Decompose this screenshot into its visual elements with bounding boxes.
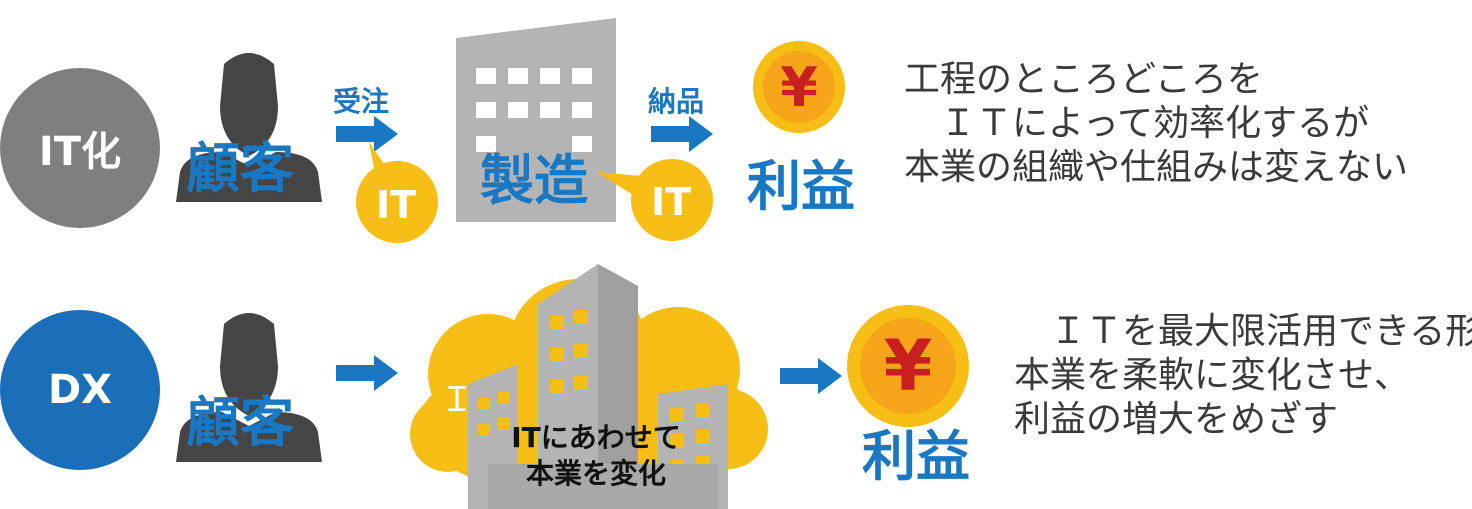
it-bubble-label: IT — [376, 183, 417, 227]
yen-symbol: ¥ — [884, 325, 933, 407]
dx-badge-label: DX — [47, 367, 113, 413]
itka-badge: IT化 — [0, 68, 160, 228]
yen-symbol: ¥ — [780, 56, 818, 119]
order-arrow-icon — [336, 116, 398, 152]
customer-label: 顧客 — [186, 391, 294, 454]
flow-arrow-icon — [336, 355, 398, 391]
delivery-arrow-icon — [651, 116, 713, 152]
profit-label: 利益 — [747, 155, 855, 218]
itka-badge-label: IT化 — [38, 129, 122, 175]
it-cloud-icon — [410, 264, 768, 509]
factory-building-icon — [456, 18, 616, 222]
order-label: 受注 — [333, 85, 390, 118]
customer-label: 顧客 — [186, 137, 294, 200]
customer-person-icon — [176, 313, 322, 462]
dx-badge: DX — [0, 310, 160, 470]
it-speech-bubble — [596, 159, 713, 241]
flow-arrow-icon — [780, 358, 842, 394]
delivery-label: 納品 — [648, 85, 705, 118]
it-speech-bubble — [356, 142, 438, 243]
yen-coin-icon: ¥ — [847, 305, 969, 427]
customer-person-icon — [176, 53, 322, 202]
cloud-letter: Ｉ — [440, 380, 474, 420]
cloud-caption: ITにあわせて 本業を変化 — [511, 421, 681, 490]
profit-label: 利益 — [862, 425, 970, 488]
it-bubble-label: IT — [651, 180, 692, 224]
manufacturing-label: 製造 — [480, 149, 588, 212]
itka-description: 工程のところどころを ＩＴによって効率化するが 本業の組織や仕組みは変えない — [904, 59, 1409, 188]
dx-description: ＩＴを最大限活用できる形に 本業を柔軟に変化させ、 利益の増大をめざす — [1014, 311, 1472, 440]
yen-coin-icon: ¥ — [753, 41, 845, 133]
